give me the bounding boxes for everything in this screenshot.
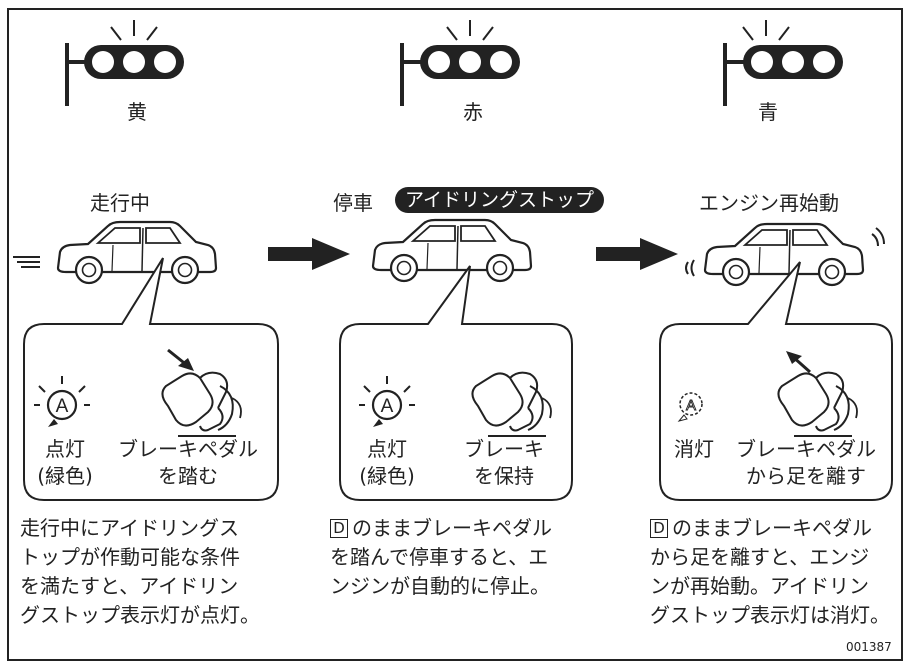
foot-pressing-pedal-1 <box>161 348 242 437</box>
pedal-action-text: ブレーキ <box>464 437 544 461</box>
signal-label-red: 赤 <box>463 100 483 124</box>
car-driving <box>13 220 218 285</box>
signal-label-green: 青 <box>758 100 778 124</box>
description-line: トップが作動可能な条件 <box>20 545 240 569</box>
lamp-color-text: (緑色) <box>37 464 93 488</box>
gear-d-icon: D <box>650 519 668 538</box>
foot-releasing-pedal-3 <box>777 351 858 437</box>
lamp-color-text: (緑色) <box>359 464 415 488</box>
idle-stop-lamp-icon-lit-2: A <box>359 376 415 427</box>
description-line: のままブレーキペダル <box>352 516 552 540</box>
pedal-action-text: ブレーキペダル <box>118 437 258 461</box>
pedal-action-text: ブレーキペダル <box>736 437 876 461</box>
lamp-letter: A <box>686 397 696 414</box>
lamp-state-2: 点灯 (緑色) <box>352 436 422 490</box>
balloon-1 <box>23 257 279 501</box>
pedal-action-text: を保持 <box>474 464 534 488</box>
figure-code: 001387 <box>846 640 892 654</box>
arrow-2 <box>596 238 678 270</box>
car-stopped <box>371 218 533 283</box>
idle-stop-badge: アイドリングストップ <box>395 187 605 213</box>
lamp-letter: A <box>56 396 69 417</box>
lamp-letter: A <box>381 396 394 417</box>
description-line: ンが再始動。アイドリン <box>650 574 869 598</box>
idle-stop-lamp-icon-lit-1: A <box>34 376 90 427</box>
figure-border <box>7 8 903 661</box>
lamp-state-text: 消灯 <box>674 437 714 461</box>
pedal-action-text: から足を離す <box>746 464 866 488</box>
pedal-action-3: ブレーキペダル から足を離す <box>724 436 888 490</box>
description-line: を満たすと、アイドリン <box>20 574 239 598</box>
lamp-state-3: 消灯 <box>668 436 720 463</box>
description-line: から足を離すと、エンジ <box>650 545 870 569</box>
description-line: グストップ表示灯が点灯。 <box>20 603 260 627</box>
car-restart <box>685 222 885 287</box>
signal-red <box>400 20 520 106</box>
description-line: 走行中にアイドリングス <box>20 516 239 540</box>
description-line: ンジンが自動的に停止。 <box>330 574 550 598</box>
pedal-action-2: ブレーキ を保持 <box>454 436 554 490</box>
description-line: グストップ表示灯は消灯。 <box>650 603 890 627</box>
signal-green <box>723 20 843 106</box>
description-driving: 走行中にアイドリングス トップが作動可能な条件 を満たすと、アイドリン グストッ… <box>20 514 260 630</box>
pedal-action-text: を踏む <box>158 464 218 488</box>
gear-d-icon: D <box>330 519 348 538</box>
stage-title-restart: エンジン再始動 <box>699 191 839 215</box>
balloon-2 <box>339 265 573 501</box>
signal-label-yellow: 黄 <box>127 100 147 124</box>
description-line: のままブレーキペダル <box>672 516 872 540</box>
stage-title-stop: 停車 <box>333 191 373 215</box>
description-line: を踏んで停車すると、エ <box>330 545 549 569</box>
balloon-3 <box>659 261 893 501</box>
signal-yellow <box>65 20 184 106</box>
pedal-action-1: ブレーキペダル を踏む <box>104 436 272 490</box>
lamp-state-text: 点灯 <box>367 437 407 461</box>
idle-stop-lamp-icon-off: A <box>677 392 703 422</box>
lamp-state-1: 点灯 (緑色) <box>30 436 100 490</box>
arrow-1 <box>268 238 350 270</box>
lamp-state-text: 点灯 <box>45 437 85 461</box>
stage-title-driving: 走行中 <box>90 191 150 215</box>
